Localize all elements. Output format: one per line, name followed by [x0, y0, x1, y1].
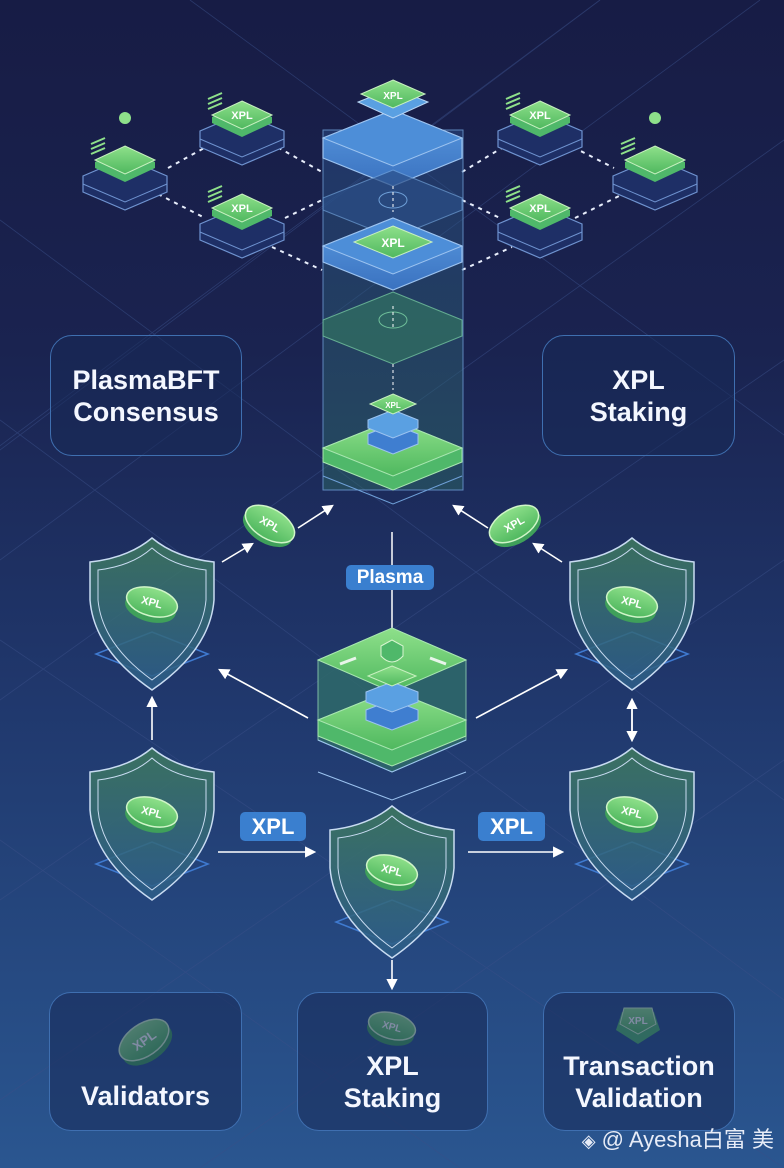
- network-node: XPL: [497, 92, 583, 166]
- arrow-core-to-shield-topleft: [218, 668, 309, 719]
- arrow-shield-to-coin-right: [532, 542, 563, 563]
- panel-title-line1: PlasmaBFT: [72, 364, 220, 395]
- validator-shield: XPL: [569, 537, 695, 691]
- binance-logo-icon: ◈: [581, 1131, 596, 1151]
- coin-token-label: XPL: [140, 804, 164, 821]
- coin-token-label: XPL: [620, 594, 644, 611]
- tower-token-label-3: XPL: [385, 401, 401, 410]
- network-node: [82, 112, 168, 211]
- flow-arrows: [146, 504, 638, 991]
- validator-shield: XPL: [89, 747, 215, 901]
- network-node: XPL: [497, 185, 583, 259]
- tower-token-label-2: XPL: [381, 236, 404, 250]
- panel-xpl-staking-bottom: XPL Staking: [297, 992, 488, 1131]
- validator-shield: XPL: [329, 805, 455, 959]
- panel-title-line1: Transaction: [563, 1051, 715, 1081]
- central-tower: XPL XPL XPL: [321, 79, 464, 505]
- arrow-coin-to-tower-left: [297, 504, 334, 529]
- node-token-label: XPL: [529, 203, 551, 215]
- node-token-label: XPL: [231, 110, 253, 122]
- flying-xpl-coin: XPL: [242, 504, 296, 548]
- node-token-label: XPL: [529, 110, 551, 122]
- panel-title-line1: XPL: [612, 364, 665, 395]
- panel-title-line1: XPL: [366, 1051, 419, 1081]
- validator-shield: XPL: [89, 537, 215, 691]
- plasma-core-cube: [316, 627, 468, 801]
- validator-shields: XPL XPL XPL XPL XPL: [89, 537, 695, 959]
- panel-title-line2: Staking: [589, 396, 688, 427]
- arrow-shield-to-coin-left: [221, 542, 254, 563]
- network-nodes: XPL XPL XPL XPL: [82, 92, 698, 259]
- panel-validators: Validators: [49, 992, 242, 1131]
- coin-token-label: XPL: [380, 862, 404, 879]
- watermark-handle: @ Ayesha白富 美: [601, 1127, 774, 1152]
- panel-transaction-validation: Transaction Validation: [543, 992, 735, 1131]
- panel-plasmabft-consensus: PlasmaBFT Consensus: [50, 335, 242, 456]
- panel-title-line2: Validation: [575, 1083, 703, 1113]
- flying-xpl-coin: XPL: [488, 504, 542, 548]
- panel-title-line1: Validators: [80, 1081, 211, 1111]
- panel-title-line2: Consensus: [73, 396, 219, 427]
- network-node: XPL: [199, 92, 285, 166]
- shield-icon: [380, 639, 404, 663]
- network-node: [612, 112, 698, 211]
- coin-token-label: XPL: [620, 804, 644, 821]
- xpl-coins: XPL XPL: [242, 504, 542, 548]
- arrow-core-to-shield-topright: [475, 668, 568, 719]
- arrow-coin-to-tower-right: [452, 504, 489, 529]
- panel-xpl-staking-top: XPL Staking: [542, 335, 735, 456]
- xpl-label-left: XPL: [240, 812, 306, 841]
- watermark: ◈ @ Ayesha白富 美: [582, 1122, 774, 1154]
- validator-shield: XPL: [569, 747, 695, 901]
- coin-token-label: XPL: [140, 594, 164, 611]
- xpl-label-right: XPL: [478, 812, 545, 841]
- plasma-label: Plasma: [346, 565, 434, 590]
- panel-title-line2: Staking: [343, 1083, 442, 1113]
- tower-token-label-1: XPL: [383, 91, 402, 102]
- network-node: XPL: [199, 185, 285, 259]
- node-token-label: XPL: [231, 203, 253, 215]
